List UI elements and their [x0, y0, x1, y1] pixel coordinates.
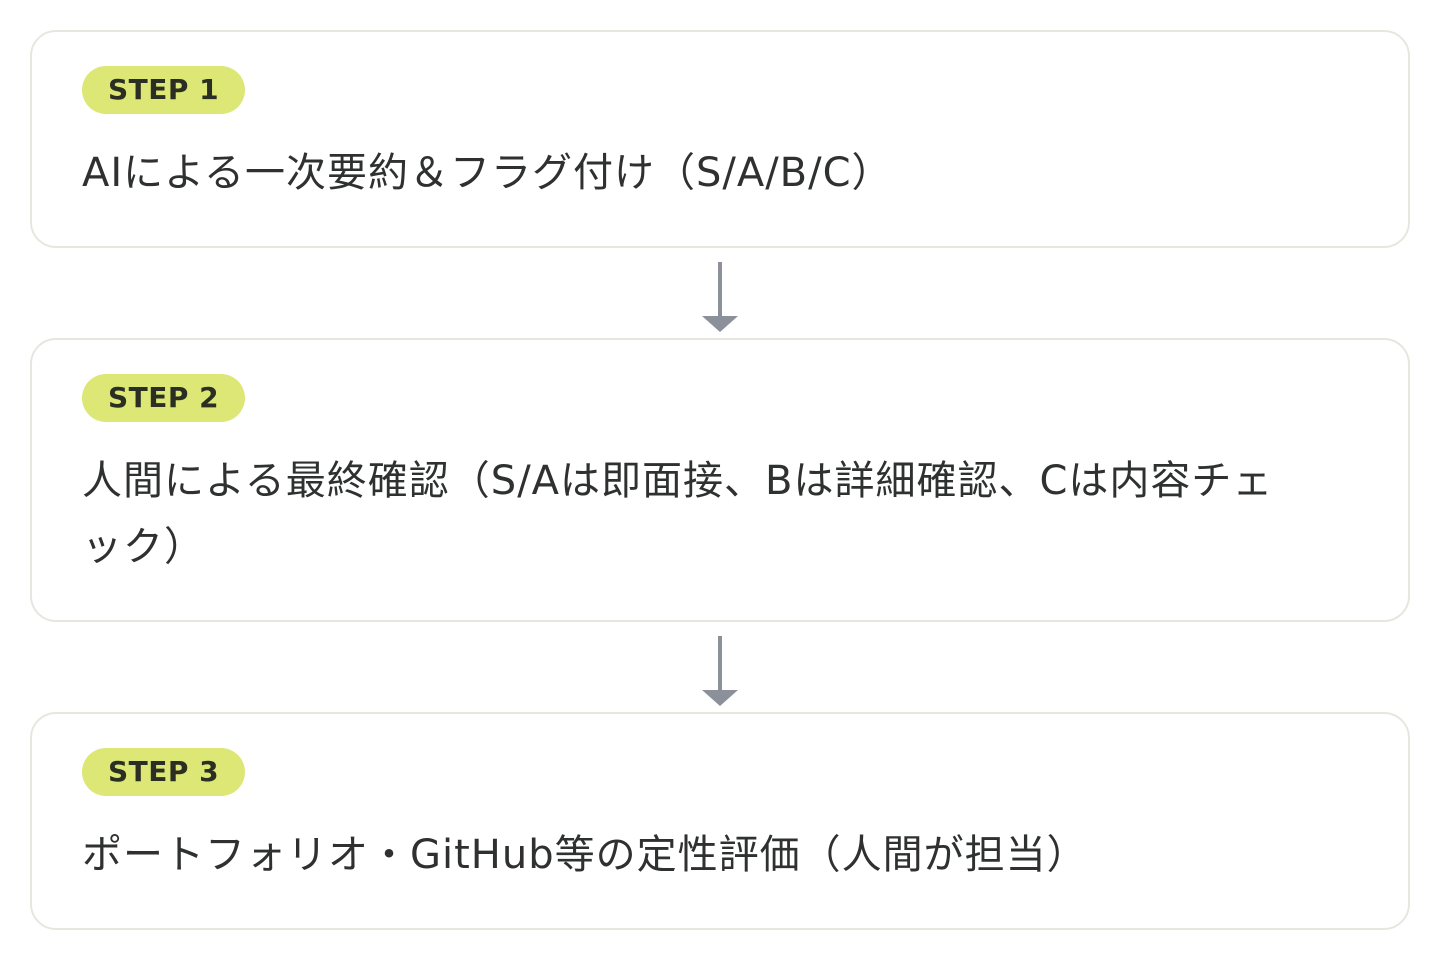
step-badge-2: STEP 2 — [82, 374, 246, 422]
step-badge-1: STEP 1 — [82, 66, 246, 114]
step-card-1: STEP 1 AIによる一次要約＆フラグ付け（S/A/B/C） — [30, 30, 1410, 248]
step-badge-3: STEP 3 — [82, 748, 246, 796]
arrow-down-icon — [702, 262, 738, 332]
arrow-down-icon — [702, 636, 738, 706]
step-text-1: AIによる一次要約＆フラグ付け（S/A/B/C） — [82, 150, 893, 196]
step-card-3: STEP 3 ポートフォリオ・GitHub等の定性評価（人間が担当） — [30, 712, 1410, 930]
step-text-2: 人間による最終確認（S/Aは即面接、Bは詳細確認、Cは内容チェック） — [82, 458, 1274, 570]
step-text-3: ポートフォリオ・GitHub等の定性評価（人間が担当） — [82, 832, 1088, 878]
step-card-2: STEP 2 人間による最終確認（S/Aは即面接、Bは詳細確認、Cは内容チェック… — [30, 338, 1410, 622]
